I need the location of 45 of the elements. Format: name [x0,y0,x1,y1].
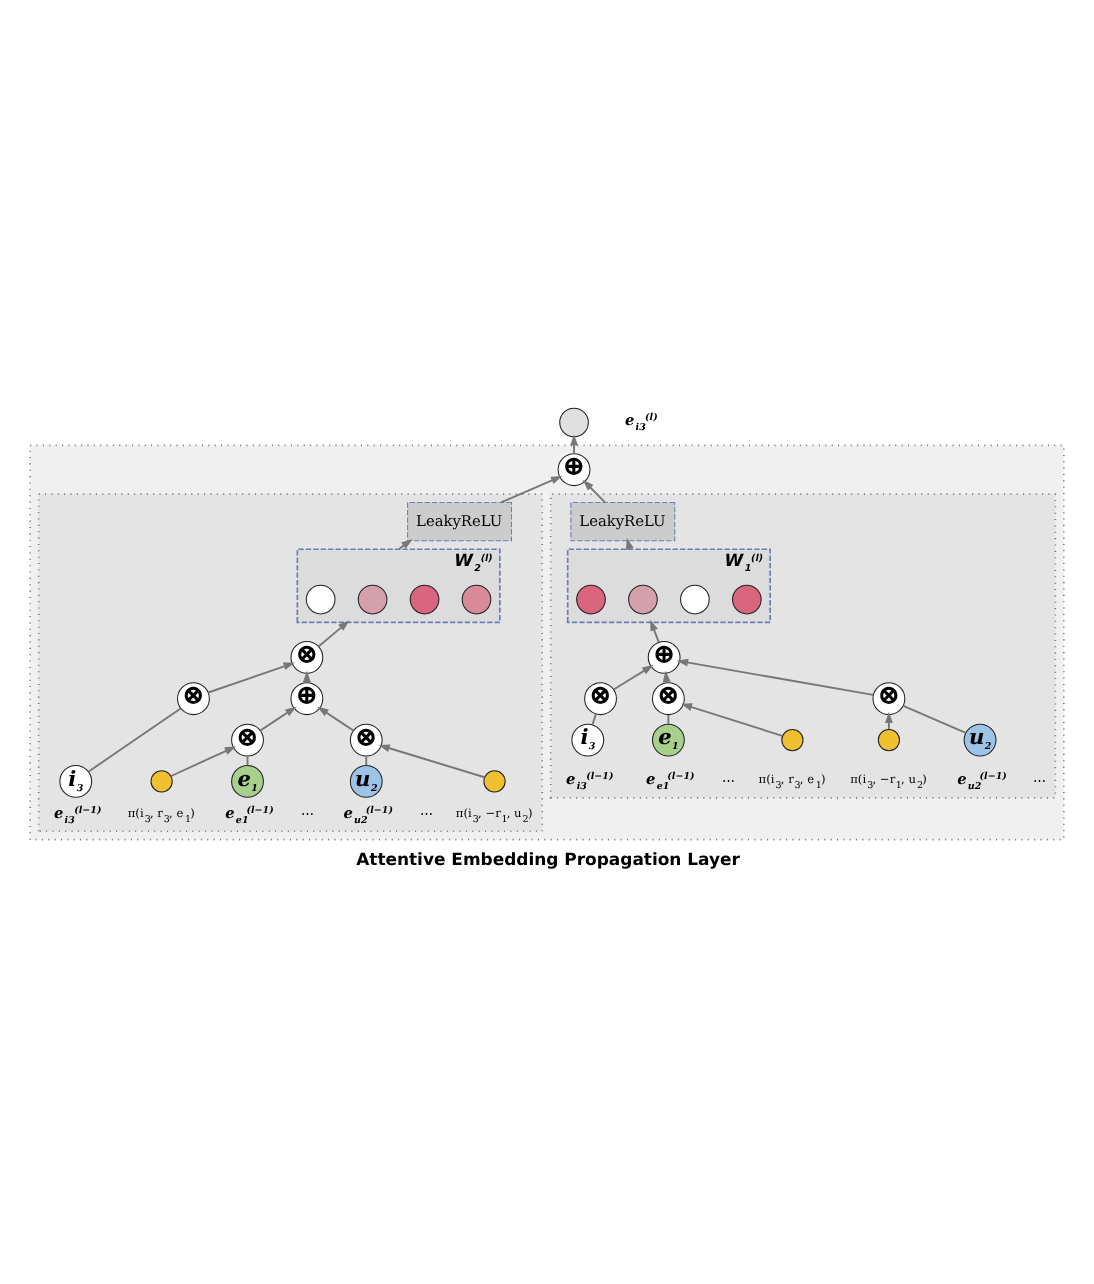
cluster [296,548,501,624]
node-circle [680,584,710,615]
node-circle [559,407,589,438]
node-circle [305,584,336,615]
cluster [37,493,544,833]
node-circle [877,728,900,752]
arrow [500,475,563,504]
node-circle [409,584,440,615]
node-circle: ⊗ [349,723,383,757]
arrow [207,662,295,694]
arrow [317,620,350,648]
node-circle [781,728,804,752]
arrow [612,665,654,691]
connector [591,713,597,726]
arrow [378,744,486,779]
node-circle: ⊗ [584,682,617,716]
arrow [570,434,578,455]
node-circle [150,770,173,793]
node-circle [628,584,658,615]
node-circle [357,584,388,615]
caption: Attentive Embedding Propagation Layer [356,848,740,869]
node-circle: ⊗ [872,682,906,716]
node-circle: ⊕ [557,453,591,487]
node-circle: ⊗ [290,640,324,674]
node-circle [576,584,606,615]
node-circle [461,584,492,615]
connector [365,755,368,767]
arrow [259,706,297,732]
cluster [549,493,1057,799]
connector [902,705,967,734]
arrow [676,658,875,696]
arrow [398,539,413,551]
arrow [680,703,784,737]
node-circle [732,584,762,615]
node-circle: ⊕ [647,640,681,674]
arrow [170,746,237,777]
arrow [650,619,660,644]
connector [667,714,670,725]
arrow [317,706,355,732]
node-circle: ⊗ [177,682,210,716]
node-circle: ⊗ [231,723,264,757]
arrow [582,479,606,504]
connector [87,707,182,773]
arrow [884,711,893,731]
node-circle [483,770,506,793]
